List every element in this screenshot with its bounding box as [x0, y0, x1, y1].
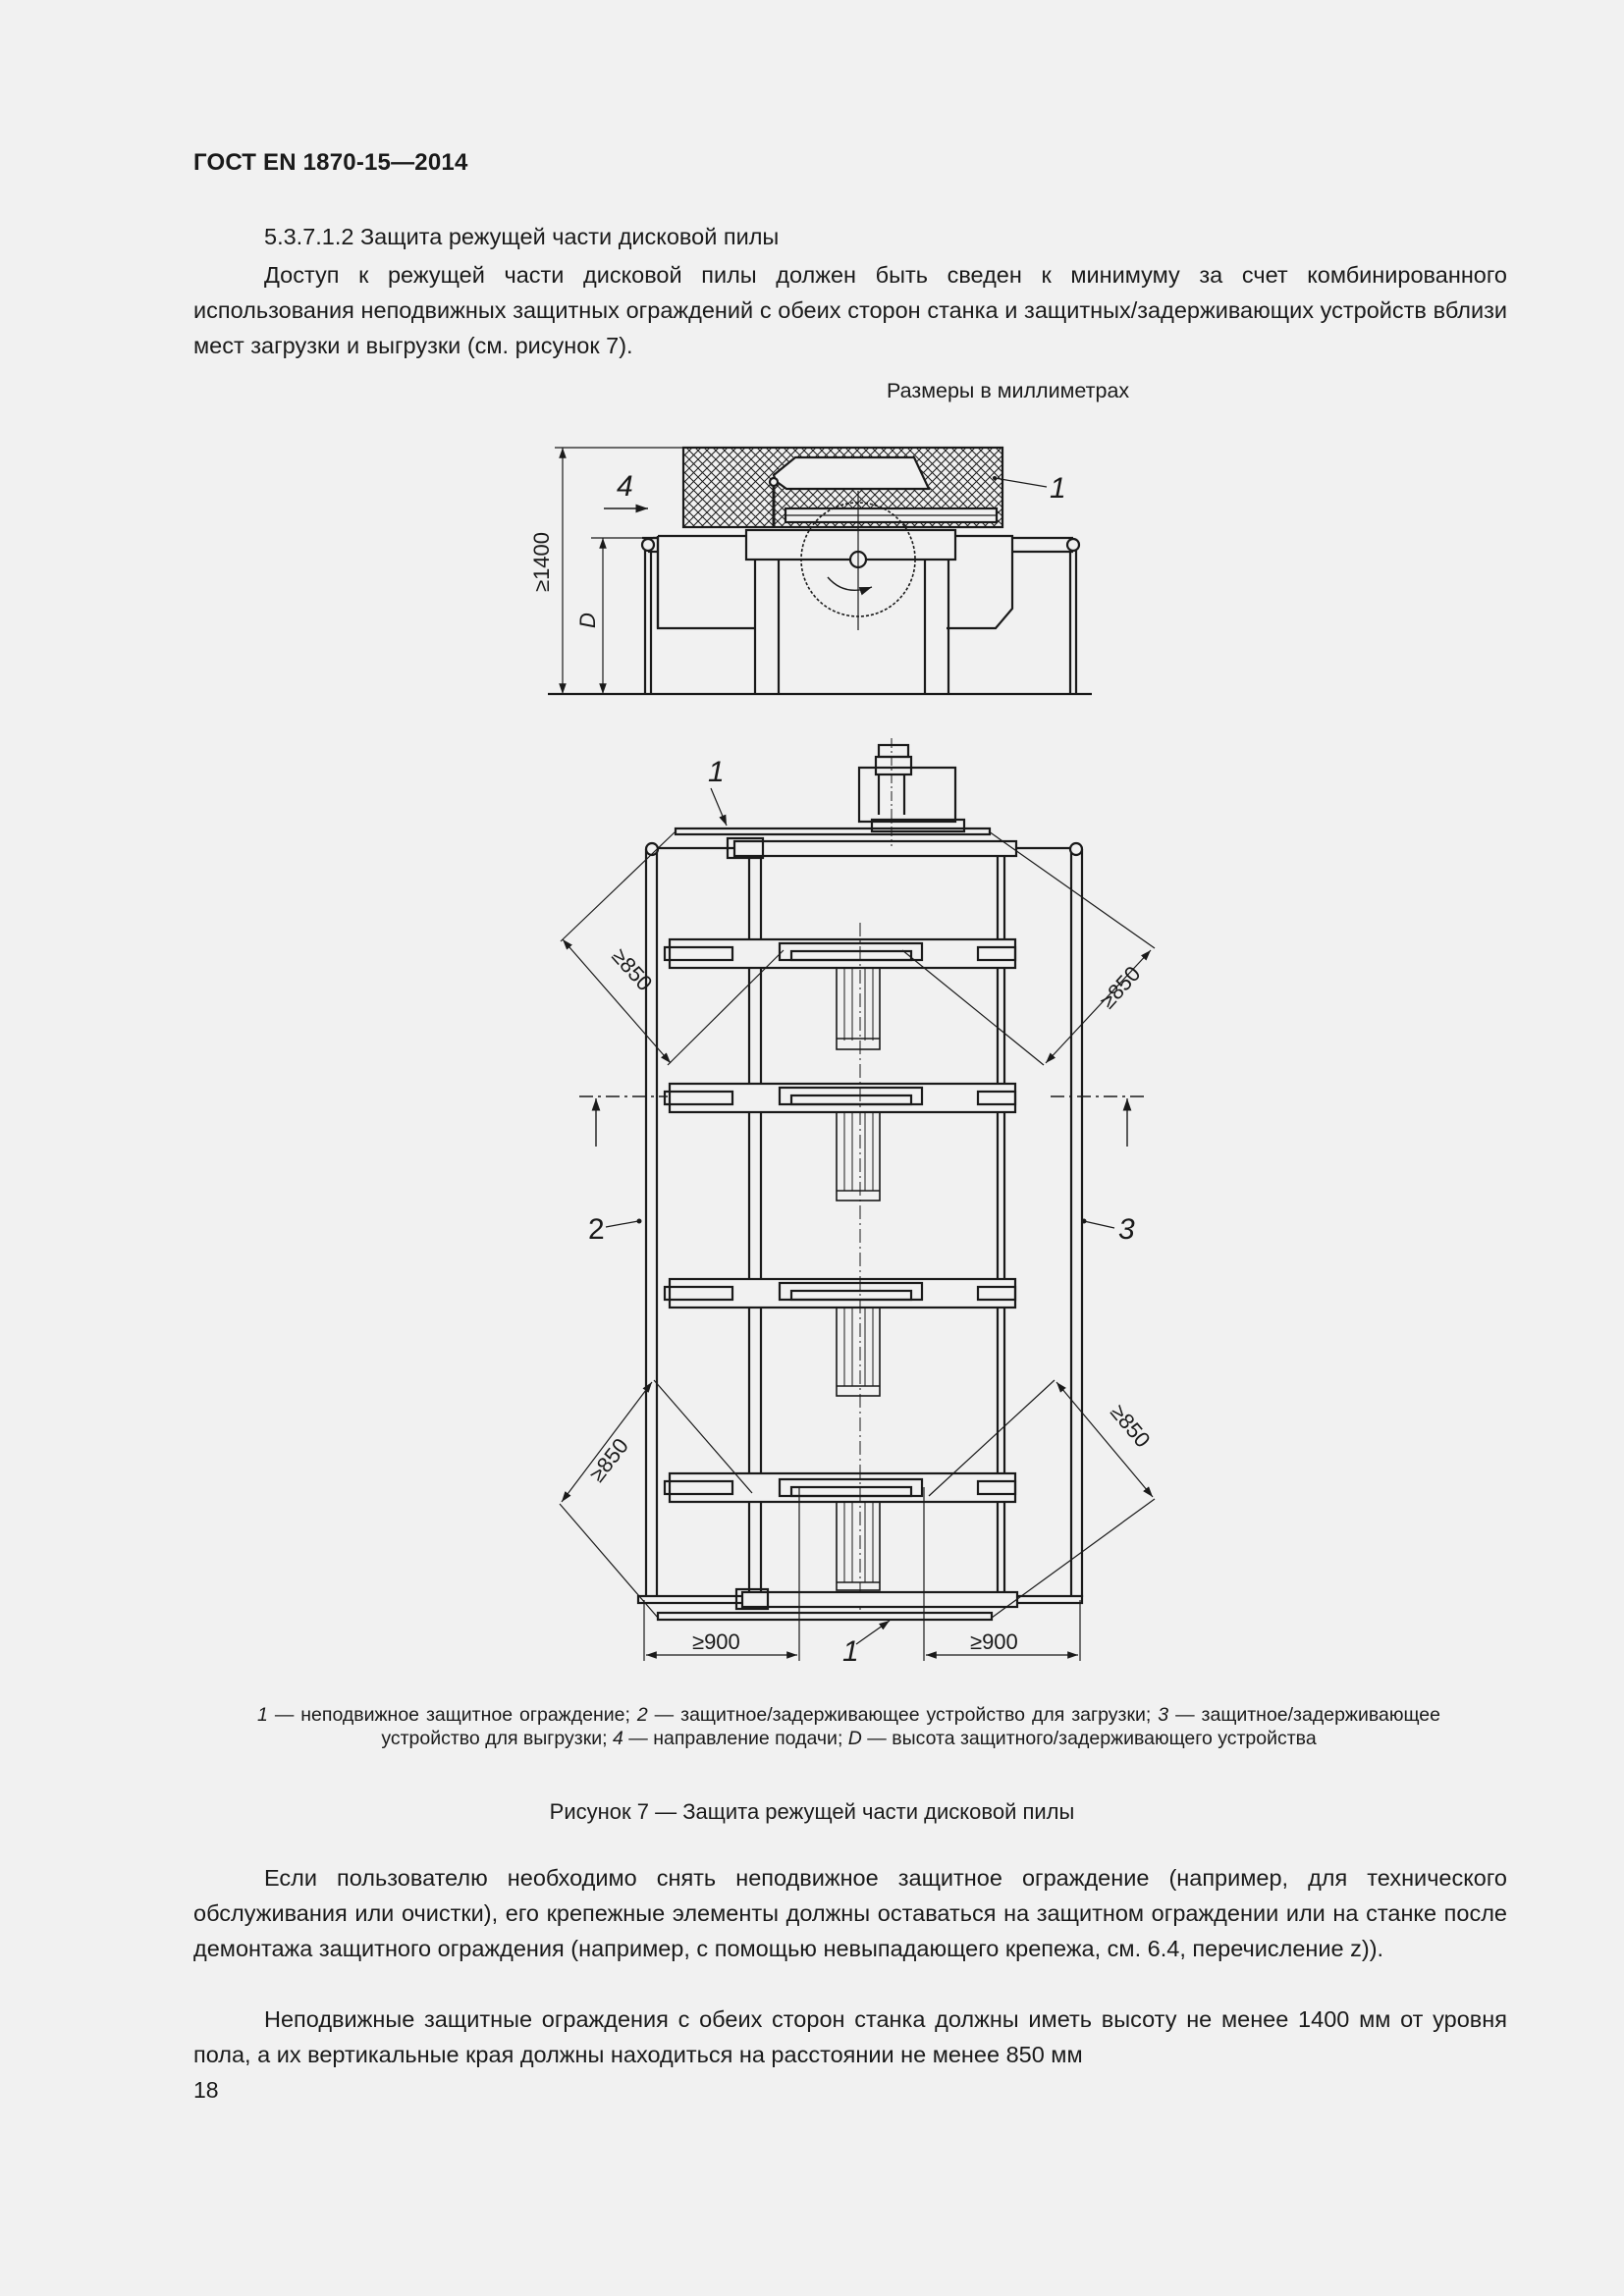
side-view [548, 446, 1092, 696]
figure-legend: 1 — неподвижное защитное ограждение; 2 —… [257, 1703, 1440, 1750]
legend-sep: — [623, 1728, 654, 1749]
carriage-bar [663, 937, 1017, 1050]
carriage-bar [663, 1471, 1017, 1591]
legend-text-4: направление подачи; [653, 1728, 843, 1749]
figure-caption: Рисунок 7 — Защита режущей части дисково… [549, 1799, 1075, 1824]
fixed-guard-bottom [656, 1611, 994, 1622]
legend-text-1: неподвижное защитное ограждение; [300, 1704, 630, 1726]
section-title: 5.3.7.1.2 Защита режущей части дисковой … [193, 224, 779, 250]
units-note: Размеры в миллиметрах [887, 379, 1130, 402]
section-title-text: 5.3.7.1.2 Защита режущей части дисковой … [264, 224, 780, 249]
body-paragraph-2-text: Неподвижные защитные ограждения с обеих … [193, 2006, 1507, 2067]
dim-device-height-D: D [575, 613, 600, 628]
intro-paragraph-text: Доступ к режущей части дисковой пилы дол… [193, 262, 1507, 358]
label-feed-direction: 4 [617, 470, 633, 503]
dim-bottom-right: ≥900 [970, 1629, 1018, 1654]
page-number: 18 [193, 2077, 219, 2103]
legend-sep: — [861, 1728, 893, 1749]
document-header: ГОСТ EN 1870-15—2014 [193, 149, 468, 176]
dim-diag-bottom-right: ≥850 [1106, 1400, 1156, 1452]
carriage-bar [663, 1277, 1017, 1397]
dim-height-1400: ≥1400 [529, 532, 554, 592]
legend-key-1: 1 [257, 1704, 268, 1726]
legend-key-2: 2 [636, 1704, 648, 1726]
body-paragraph-1-text: Если пользователю необходимо снять непод… [193, 1865, 1507, 1961]
legend-text-D: высота защитного/задерживающего устройст… [892, 1728, 1317, 1749]
plan-view [559, 738, 1156, 1661]
label-guard-bottom: 1 [842, 1635, 859, 1668]
body-paragraph-1: Если пользователю необходимо снять непод… [193, 1860, 1507, 1966]
legend-text-3: защитное/задерживающее устройство для вы… [381, 1704, 1440, 1749]
legend-text-2: защитное/задерживающее устройство для за… [680, 1704, 1152, 1726]
intro-paragraph: Доступ к режущей части дисковой пилы дол… [193, 257, 1507, 363]
carriage-bar [663, 1082, 1017, 1201]
legend-key-4: 4 [613, 1728, 623, 1749]
legend-sep: — [267, 1704, 301, 1726]
dim-bottom-left: ≥900 [692, 1629, 740, 1654]
dim-diag-top-right: ≥850 [1095, 961, 1145, 1013]
body-paragraph-2: Неподвижные защитные ограждения с обеих … [193, 2002, 1507, 2072]
dim-diag-top-left: ≥850 [607, 943, 657, 995]
legend-sep: — [647, 1704, 681, 1726]
dim-diag-bottom-left: ≥850 [584, 1433, 633, 1486]
label-guard-side: 1 [1050, 472, 1066, 505]
legend-sep: — [1168, 1704, 1202, 1726]
label-unloading-device: 3 [1118, 1213, 1135, 1246]
figure-7-drawing: ≥1400 D 4 1 [529, 446, 1156, 1668]
legend-key-D: D [847, 1728, 862, 1749]
label-loading-device: 2 [588, 1213, 605, 1246]
legend-key-3: 3 [1158, 1704, 1169, 1726]
label-guard-top: 1 [708, 756, 725, 788]
